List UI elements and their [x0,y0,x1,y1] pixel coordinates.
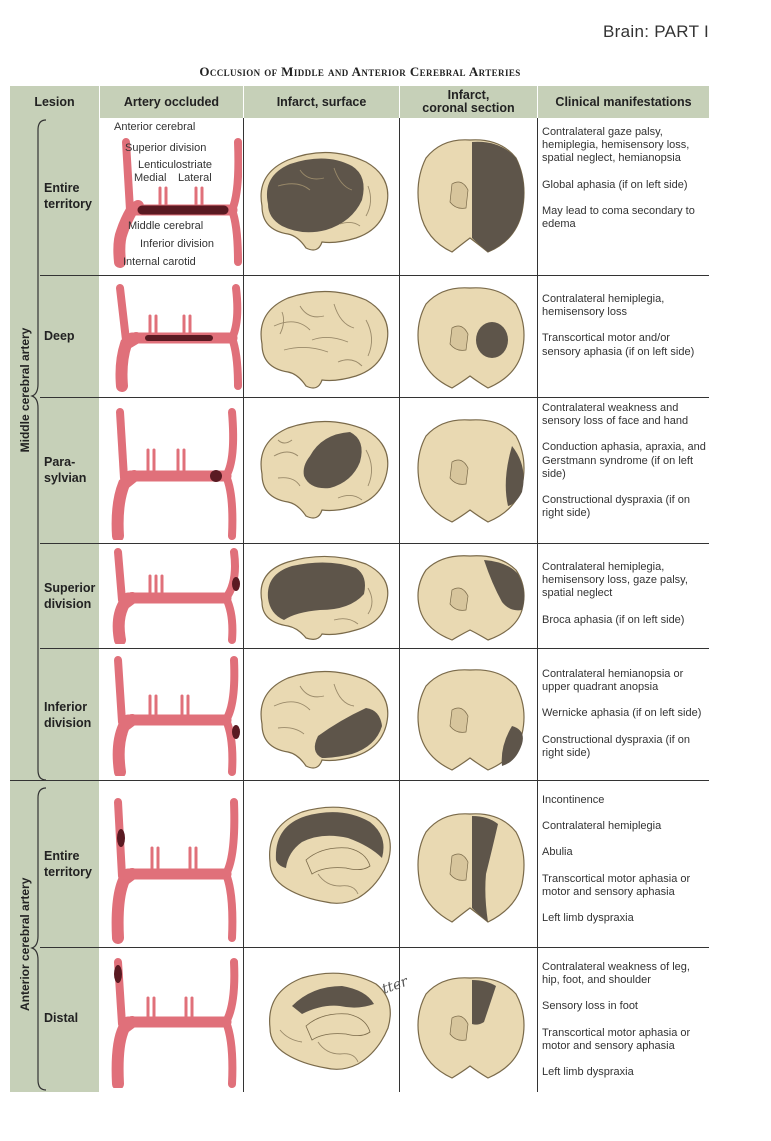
artery-diagram-mca-superior [112,548,240,644]
brain-surface-mca-parasylvian [260,420,389,519]
coronal-section-mca-inferior [417,669,525,771]
group-brackets [30,119,47,1091]
label-medial: Medial [134,172,167,184]
coronal-section-aca-entire [417,813,525,923]
col-header-lesion: Lesion [34,94,75,109]
lesion-aca-distal: Distal [44,1011,79,1025]
coronal-section-mca-deep [417,287,525,389]
manifestations-mca-parasylvian: Contralateral weakness and sensory loss … [542,402,706,520]
coronal-section-mca-parasylvian [417,419,525,523]
coronal-section-aca-distal [417,977,525,1079]
brain-surface-mca-superior [260,555,389,640]
artery-diagram-mca-inferior [112,656,240,776]
occlusion-table: Lesion Artery occluded Infarct, surface … [10,86,709,1092]
table-header: Lesion Artery occluded Infarct, surface … [10,86,709,118]
artery-diagram-mca-entire [113,138,242,268]
brain-surface-mca-entire [260,151,389,251]
lesion-column [10,118,99,1092]
section-header: Brain: PART I [603,22,709,41]
label-superior-division: Superior division [125,142,207,154]
lesion-mca-superior: Superior division [44,581,96,611]
artery-diagram-aca-distal [111,958,239,1088]
manifestations-mca-superior: Contralateral hemiplegia, hemisensory lo… [542,561,688,626]
lesion-mca-parasylvian: Para-sylvian [44,455,87,485]
group-label-middle-cerebral: Middle cerebral artery [18,327,32,453]
label-inferior-division: Inferior division [140,238,214,250]
col-header-manifestations: Clinical manifestations [555,94,692,109]
coronal-section-mca-entire [417,139,525,253]
label-internal-carotid: Internal carotid [123,256,196,268]
label-middle-cerebral: Middle cerebral [128,220,204,232]
lesion-mca-entire: Entire territory [44,181,92,211]
label-anterior-cerebral: Anterior cerebral [114,121,196,133]
artery-diagram-mca-parasylvian [111,408,238,540]
brain-surface-mca-inferior [260,670,389,769]
manifestations-mca-inferior: Contralateral hemianopsia or upper quadr… [542,668,702,759]
lesion-mca-inferior: Inferior division [44,700,92,730]
manifestations-aca-distal: Contralateral weakness of leg, hip, foot… [542,961,691,1079]
brain-surface-mca-deep [260,290,389,389]
coronal-section-mca-superior [417,555,525,641]
col-header-artery: Artery occluded [123,94,220,109]
lesion-mca-deep: Deep [44,329,75,343]
label-lenticulostriate: Lenticulostriate [138,159,212,171]
artery-diagram-aca-entire [111,798,239,944]
col-header-infarct-surface: Infarct, surface [276,94,367,109]
lesion-aca-entire: Entire territory [44,849,92,879]
page-title: Occlusion of Middle and Anterior Cerebra… [199,64,521,79]
group-label-anterior-cerebral: Anterior cerebral artery [18,877,32,1011]
brain-surface-aca-distal [269,972,391,1070]
col-header-infarct-coronal: Infarct, coronal section [422,88,515,115]
manifestations-mca-deep: Contralateral hemiplegia, hemisensory lo… [542,293,695,358]
artery-diagram-mca-deep [115,284,242,392]
manifestations-mca-entire: Contralateral gaze palsy, hemiplegia, he… [542,126,695,231]
label-lateral: Lateral [178,172,212,184]
brain-surface-aca-entire [269,806,391,904]
